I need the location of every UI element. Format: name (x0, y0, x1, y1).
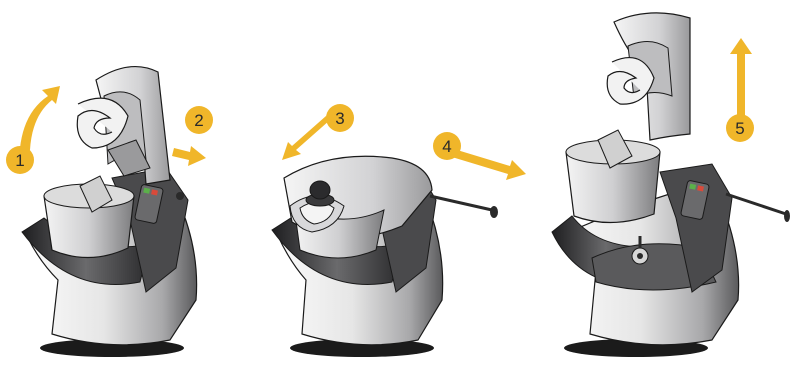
machine-1-lid-open (22, 67, 197, 357)
step-number: 4 (442, 137, 451, 156)
locking-lever-end (784, 210, 790, 222)
arrow-down-left (282, 116, 330, 160)
step-number: 1 (15, 151, 24, 170)
locking-lever-rod (726, 194, 786, 214)
step-number: 3 (335, 109, 344, 128)
side-knob (176, 192, 184, 200)
pusher-knob (310, 181, 330, 199)
step-number: 5 (735, 119, 744, 138)
curved-arrow-up-right (20, 86, 60, 150)
step-badge-3: 3 (326, 104, 354, 132)
machine-3-lid-removed (552, 13, 790, 357)
arrow-up (730, 38, 752, 124)
locking-lever-end (490, 206, 498, 218)
locking-lever-rod (430, 196, 492, 210)
step-badge-1: 1 (6, 146, 34, 174)
arrow-right (172, 146, 206, 166)
step-number: 2 (194, 111, 203, 130)
machine-2-lid-closed (272, 156, 498, 357)
step-badge-2: 2 (185, 106, 213, 134)
drive-hub-center (637, 253, 643, 259)
step-badge-5: 5 (726, 114, 754, 142)
step-badge-4: 4 (433, 132, 461, 160)
